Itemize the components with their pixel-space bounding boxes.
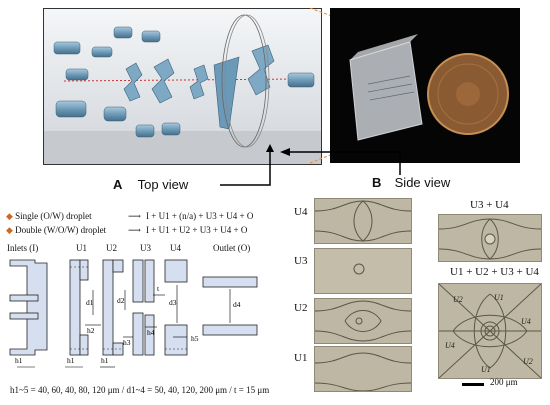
device-3d-svg (44, 9, 321, 164)
dim-d3: d3 (169, 298, 177, 307)
micrograph-u3 (314, 248, 412, 294)
header-u3: U3 (140, 243, 151, 253)
panel-b-title: Side view (394, 175, 451, 190)
device-photo-svg (349, 34, 509, 141)
scale-bar-label: 200 μm (490, 377, 518, 387)
region-label-u1-b: U1 (481, 365, 491, 374)
dim-t: t (157, 284, 160, 293)
micrograph-u2 (314, 298, 412, 344)
channel-schematic: d1 d2 d3 d4 h1 h1 h1 h2 h3 h4 h5 t (9, 259, 258, 368)
dim-h2: h2 (87, 326, 95, 335)
view-arrows (220, 144, 401, 186)
panel-b-letter: B (372, 175, 382, 190)
legend-single: ◆ Single (O/W) droplet ⟶ I + U1 + (n/a) … (6, 211, 254, 221)
micrograph-u3-u4 (438, 214, 542, 262)
micrograph-all-units: U2 U1 U4 U4 U1 U2 (438, 283, 542, 379)
legend-double-path: I + U1 + U2 + U3 + U4 + O (146, 225, 248, 235)
row-label-u1: U1 (294, 352, 308, 364)
dim-d1: d1 (86, 298, 94, 307)
header-u4: U4 (170, 243, 181, 253)
dim-h1-b: h1 (67, 356, 75, 365)
panel-b-caption: B Side view (372, 175, 450, 191)
dim-h1-c: h1 (101, 356, 109, 365)
device-3d-render (43, 8, 322, 165)
dim-h4: h4 (147, 328, 155, 337)
row-label-u3: U3 (294, 255, 308, 267)
legend-single-path: I + U1 + (n/a) + U3 + U4 + O (146, 211, 254, 221)
micrograph-u4 (314, 198, 412, 244)
legend-single-label: Single (O/W) droplet (15, 211, 92, 221)
dimension-footer: h1~5 = 40, 60, 40, 80, 120 μm / d1~4 = 5… (10, 385, 270, 395)
region-label-u2-b: U2 (523, 357, 533, 366)
header-u2: U2 (106, 243, 117, 253)
panel-a-letter: A (113, 177, 123, 192)
scale-bar (462, 383, 484, 386)
dim-h5: h5 (191, 334, 199, 343)
row-label-u2: U2 (294, 302, 308, 314)
header-outlet: Outlet (O) (213, 243, 251, 253)
panel-a-caption: A Top view (113, 177, 188, 193)
legend-double-label: Double (W/O/W) droplet (15, 225, 107, 235)
combo-big-label: U1 + U2 + U3 + U4 (450, 266, 539, 278)
zoom-connector (310, 8, 349, 164)
region-label-u1-a: U1 (494, 293, 504, 302)
header-u1: U1 (76, 243, 87, 253)
micrograph-u1 (314, 346, 412, 392)
legend-double: ◆ Double (W/O/W) droplet ⟶ I + U1 + U2 +… (6, 225, 248, 235)
row-label-u4: U4 (294, 206, 308, 218)
region-label-u2-a: U2 (453, 295, 463, 304)
dim-h1-a: h1 (15, 356, 23, 365)
dim-h3: h3 (123, 338, 131, 347)
dim-d4: d4 (233, 300, 241, 309)
combo-top-label: U3 + U4 (470, 199, 509, 211)
dim-d2: d2 (117, 296, 125, 305)
header-inlets: Inlets (I) (7, 243, 39, 253)
region-label-u4-a: U4 (521, 317, 531, 326)
device-photo (330, 8, 520, 163)
panel-a-title: Top view (137, 177, 189, 192)
region-label-u4-b: U4 (445, 341, 455, 350)
